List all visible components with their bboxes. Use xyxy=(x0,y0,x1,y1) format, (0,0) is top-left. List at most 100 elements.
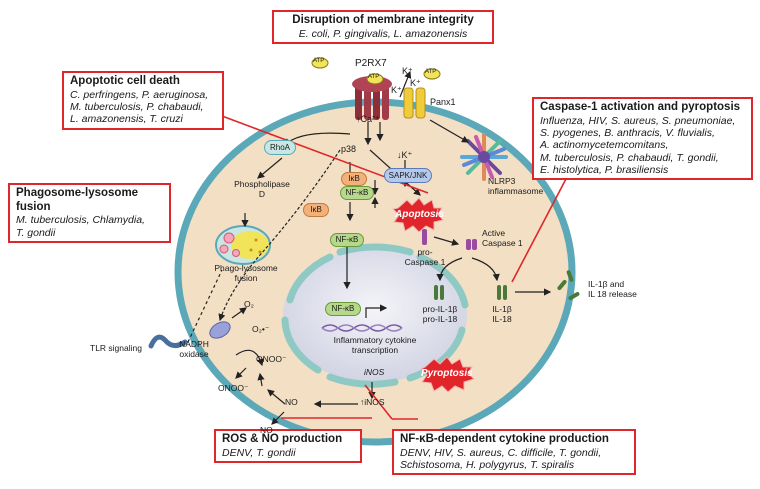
caspase-line: M. tuberculosis, P. chabaudi, T. gondii, xyxy=(540,151,719,164)
o2-label: O₂ xyxy=(244,299,254,309)
no-label: NO xyxy=(285,397,298,407)
nadph-oxidase-icon xyxy=(209,321,231,339)
phago-fusion-line: Phago-lysosome xyxy=(214,263,278,273)
il-release-icon xyxy=(557,270,580,300)
atp-icon xyxy=(311,57,329,69)
nfkb-title: NF-κB-dependent cytokine production xyxy=(400,433,609,445)
onoo-label: ONOO⁻ xyxy=(256,354,287,364)
panx1-channel xyxy=(403,87,426,119)
kplus-label: K⁺ xyxy=(402,66,413,76)
pro-il-label: pro-IL-1β pro-IL-18 xyxy=(414,304,466,325)
nadph-line: oxidase xyxy=(179,348,209,359)
caspase-line: E. histolytica, P. brasiliensis xyxy=(540,164,669,177)
nlrp3-line: inflammasome xyxy=(488,185,544,196)
kplus-label: K⁺ xyxy=(410,78,421,88)
inos-up-label: ↑iNOS xyxy=(360,397,385,407)
caspase-box: Caspase-1 activation and pyroptosis Infl… xyxy=(532,97,753,181)
phagolysosome-vesicle xyxy=(215,225,271,265)
phospholipase-label: Phospholipase D xyxy=(227,179,297,200)
inos-label: iNOS xyxy=(364,367,385,377)
ikb-pill: IκB xyxy=(303,203,329,217)
atp-label: ATP xyxy=(425,69,437,75)
tlr-label: TLR signaling xyxy=(90,343,142,353)
atp-label: ATP xyxy=(313,58,325,64)
caspase-line: A. actinomycetemcomitans, xyxy=(540,139,669,152)
pro-caspase-icon xyxy=(422,229,427,245)
pro-il-line: pro-IL-18 xyxy=(422,313,458,324)
phagosome-title: Phagosome-lysosome fusion xyxy=(16,187,139,213)
apoptosis-burst xyxy=(391,197,444,233)
nlrp3-inflammasome-icon xyxy=(460,133,508,181)
il-release-label: IL-1β and IL 18 release xyxy=(588,279,637,300)
membrane-integrity-pathogens: E. coli, P. gingivalis, L. amazonensis xyxy=(298,27,468,40)
pro-il-icon xyxy=(434,285,444,300)
phospholipase-line: D xyxy=(258,188,266,199)
sapk-jnk-pill: SAPK/JNK xyxy=(384,168,432,183)
atp-icon xyxy=(423,68,441,80)
active-caspase-line: Caspase 1 xyxy=(482,237,523,248)
panx1-label: Panx1 xyxy=(430,97,456,107)
pro-caspase-line: Caspase 1 xyxy=(404,256,446,267)
caspase-line: S. pyogenes, B. anthracis, V. fluvialis, xyxy=(540,126,715,139)
apoptotic-title: Apoptotic cell death xyxy=(70,75,180,87)
phago-fusion-line: fusion xyxy=(234,272,258,283)
atp-icon xyxy=(366,73,384,85)
nfkb-box: NF-κB-dependent cytokine production DENV… xyxy=(392,429,636,476)
nadph-line: NADPH xyxy=(179,339,209,349)
atp-label: ATP xyxy=(368,74,380,80)
rhoa-pill: RhoA xyxy=(264,140,296,155)
onoo-label: ONOO⁻ xyxy=(218,383,249,393)
membrane-integrity-box: Disruption of membrane integrity E. coli… xyxy=(272,10,494,44)
apoptotic-line: L. amazonensis, T. cruzi xyxy=(70,113,183,126)
nfkb-nuclear-pill: NF-κB xyxy=(325,302,361,316)
transcription-line: transcription xyxy=(351,344,399,355)
ros-no-box: ROS & NO production DENV, T. gondii xyxy=(214,429,362,463)
ikb-pill: IκB xyxy=(341,172,367,186)
caspase-line: Influenza, HIV, S. aureus, S. pneumoniae… xyxy=(540,114,736,127)
nfkb-pill: NF-κB xyxy=(330,233,364,247)
phagosome-line: M. tuberculosis, Chlamydia, xyxy=(16,214,145,227)
nadph-label: NADPH oxidase xyxy=(174,339,214,360)
kplus-label: K⁺ xyxy=(391,85,402,95)
il-release-line: IL 18 release xyxy=(588,288,637,299)
caspase-title: Caspase-1 activation and pyroptosis xyxy=(540,101,741,113)
phago-fusion-label: Phago-lysosome fusion xyxy=(208,263,284,284)
il-icon xyxy=(497,285,507,300)
phospholipase-line: Phospholipase xyxy=(234,179,290,189)
kplus-in-label: ↓K⁺ xyxy=(397,150,413,160)
apoptotic-line: C. perfringens, P. aeruginosa, xyxy=(70,88,209,101)
il-label: IL-1β IL-18 xyxy=(484,304,520,325)
phagosome-line: T. gondii xyxy=(16,226,56,239)
nfkb-pill: NF-κB xyxy=(340,186,374,200)
membrane-integrity-title: Disruption of membrane integrity xyxy=(292,14,474,26)
nlrp3-label: NLRP3 inflammasome xyxy=(488,176,544,197)
transcription-line: Inflammatory cytokine xyxy=(333,335,417,345)
nucleus xyxy=(281,243,469,388)
p2rx7-label: P2RX7 xyxy=(355,58,387,69)
active-caspase-icon xyxy=(466,239,477,250)
pro-il-line: pro-IL-1β xyxy=(422,304,458,314)
pro-caspase-label: pro- Caspase 1 xyxy=(400,247,450,268)
calcium-label: ↑Ca²⁺ xyxy=(356,114,380,124)
ros-no-pathogens: DENV, T. gondii xyxy=(222,446,296,459)
nfkb-line: DENV, HIV, S. aureus, C. difficile, T. g… xyxy=(400,446,602,459)
pyroptosis-burst xyxy=(420,356,475,393)
p38-label: p38 xyxy=(341,144,357,154)
apoptotic-box: Apoptotic cell death C. perfringens, P. … xyxy=(62,71,224,130)
nfkb-line: Schistosoma, H. polygyrus, T. spiralis xyxy=(400,458,575,471)
no-label: NO xyxy=(260,425,273,435)
il-release-line: IL-1β and xyxy=(588,279,625,289)
active-caspase-line: Active xyxy=(482,228,506,238)
pyroptosis-label: Pyroptosis xyxy=(421,368,473,379)
pro-caspase-line: pro- xyxy=(417,247,433,257)
active-caspase-label: Active Caspase 1 xyxy=(482,228,523,249)
nlrp3-line: NLRP3 xyxy=(488,176,516,186)
o2-radical-label: O₂•⁻ xyxy=(252,324,270,334)
transcription-label: Inflammatory cytokine transcription xyxy=(325,335,425,356)
tlr-receptor-icon xyxy=(148,334,188,349)
il-line: IL-1β xyxy=(492,304,512,314)
phagosome-box: Phagosome-lysosome fusion M. tuberculosi… xyxy=(8,183,171,243)
apoptosis-label: Apoptosis xyxy=(395,209,444,220)
ros-no-title: ROS & NO production xyxy=(222,433,343,445)
